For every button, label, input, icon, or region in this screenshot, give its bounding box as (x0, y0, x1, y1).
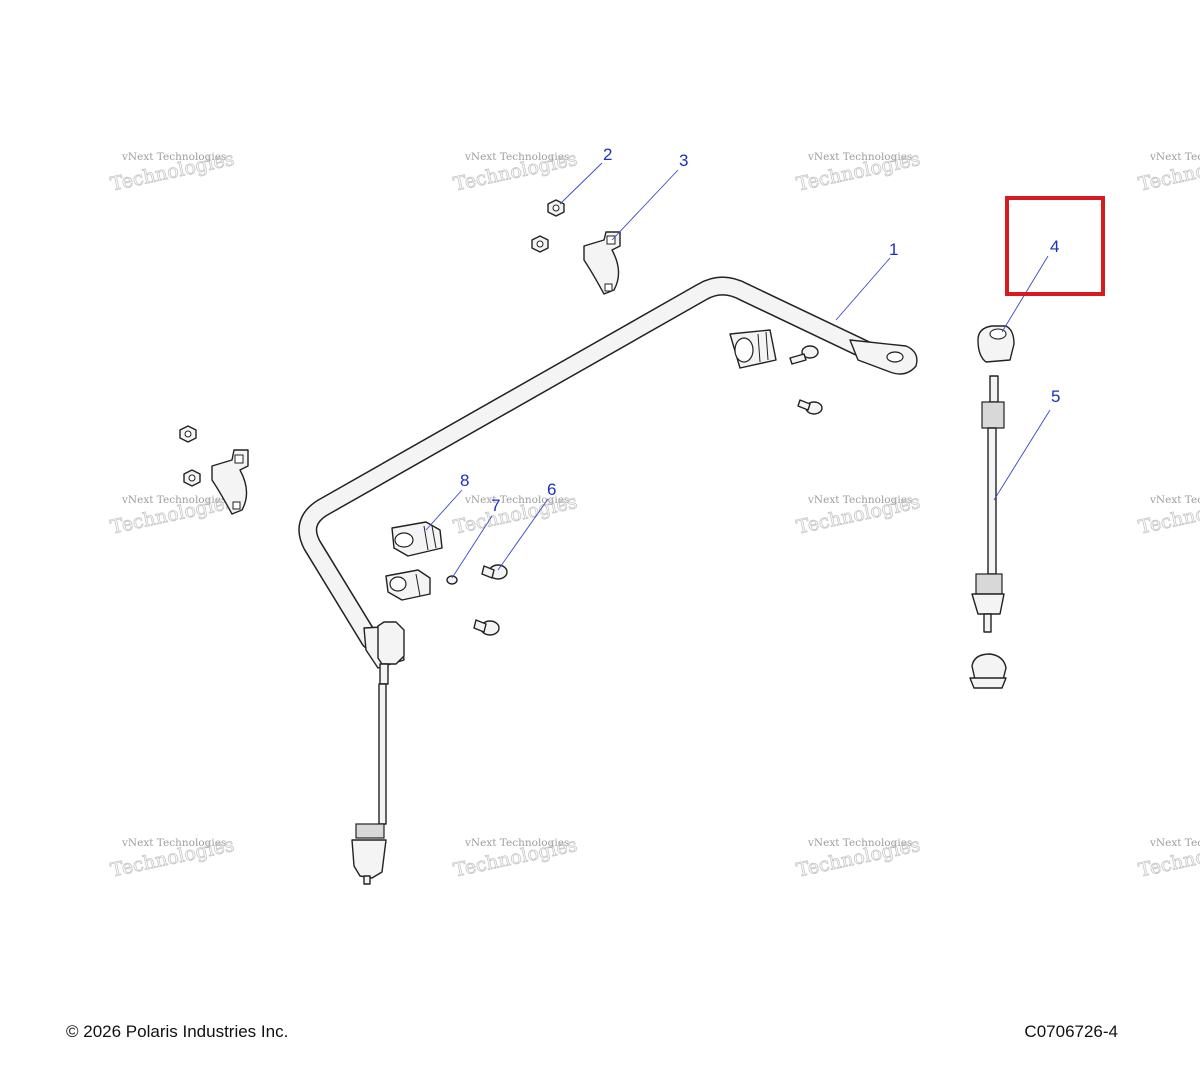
callout-2[interactable]: 2 (603, 145, 612, 164)
watermark: vNext Technologies Technologies (794, 148, 922, 196)
callout-7[interactable]: 7 (491, 496, 500, 515)
watermark: vNext Technologies Technologies (108, 148, 236, 196)
watermark: vNext Technologies Technologies (451, 491, 579, 539)
watermark-text: vNext Technologies (1149, 151, 1200, 163)
bolt (481, 564, 508, 580)
callout-1[interactable]: 1 (889, 240, 898, 259)
callout-6[interactable]: 6 (547, 480, 556, 499)
watermark: vNext Technologies Technologies (108, 834, 236, 882)
clamp-bracket (211, 449, 249, 515)
callout-4[interactable]: 4 (1050, 237, 1059, 256)
nut (179, 425, 197, 443)
watermark-text: vNext Technologies (1149, 494, 1200, 506)
copyright-text: © 2026 Polaris Industries Inc. (66, 1022, 289, 1041)
nut (531, 235, 549, 253)
watermark-text: vNext Technologies (464, 494, 569, 506)
bolt (789, 345, 819, 365)
watermark-text: vNext Technologies (807, 837, 912, 849)
watermark: vNext Technologies Technologies (451, 148, 579, 196)
watermark: vNext Technologies Technologies (451, 834, 579, 882)
watermark-text: vNext Technologies (464, 151, 569, 163)
bushing (385, 569, 431, 601)
callouts: 1 2 3 4 5 6 7 8 (460, 145, 1060, 515)
callout-8[interactable]: 8 (460, 471, 469, 490)
callout-3[interactable]: 3 (679, 151, 688, 170)
watermark-text: vNext Technologies (121, 837, 226, 849)
washer (446, 575, 458, 585)
stabilizer-link-left (351, 621, 405, 885)
watermark: vNext Technologies Technologies (108, 491, 236, 539)
watermark: vNext Technologies Technologies (1136, 491, 1200, 539)
watermark-text: vNext Technologies (464, 837, 569, 849)
watermark: vNext Technologies Technologies (794, 834, 922, 882)
stabilizer-bar[interactable] (298, 276, 918, 650)
watermark-text: vNext Technologies (121, 494, 226, 506)
drawing-number: C0706726-4 (1024, 1022, 1118, 1041)
bushing (391, 521, 443, 557)
watermark-text: vNext Technologies (807, 151, 912, 163)
callout-5[interactable]: 5 (1051, 387, 1060, 406)
stabilizer-link-right (971, 375, 1005, 633)
watermarks: vNext Technologies Technologies vNext Te… (108, 148, 1200, 882)
watermark: vNext Technologies Technologies (794, 491, 922, 539)
watermark-text: vNext Technologies (121, 151, 226, 163)
highlight-box (1005, 196, 1105, 296)
watermark: vNext Technologies Technologies (1136, 148, 1200, 196)
watermark-text: vNext Technologies (1149, 837, 1200, 849)
grommet (969, 653, 1007, 689)
watermark-text: vNext Technologies (807, 494, 912, 506)
nut (183, 469, 201, 487)
bolt (473, 619, 500, 636)
grommet (977, 325, 1015, 363)
clamp-bracket (583, 231, 621, 295)
bar-bushing-right (729, 329, 777, 369)
bolt (797, 399, 823, 415)
watermark: vNext Technologies Technologies (1136, 834, 1200, 882)
